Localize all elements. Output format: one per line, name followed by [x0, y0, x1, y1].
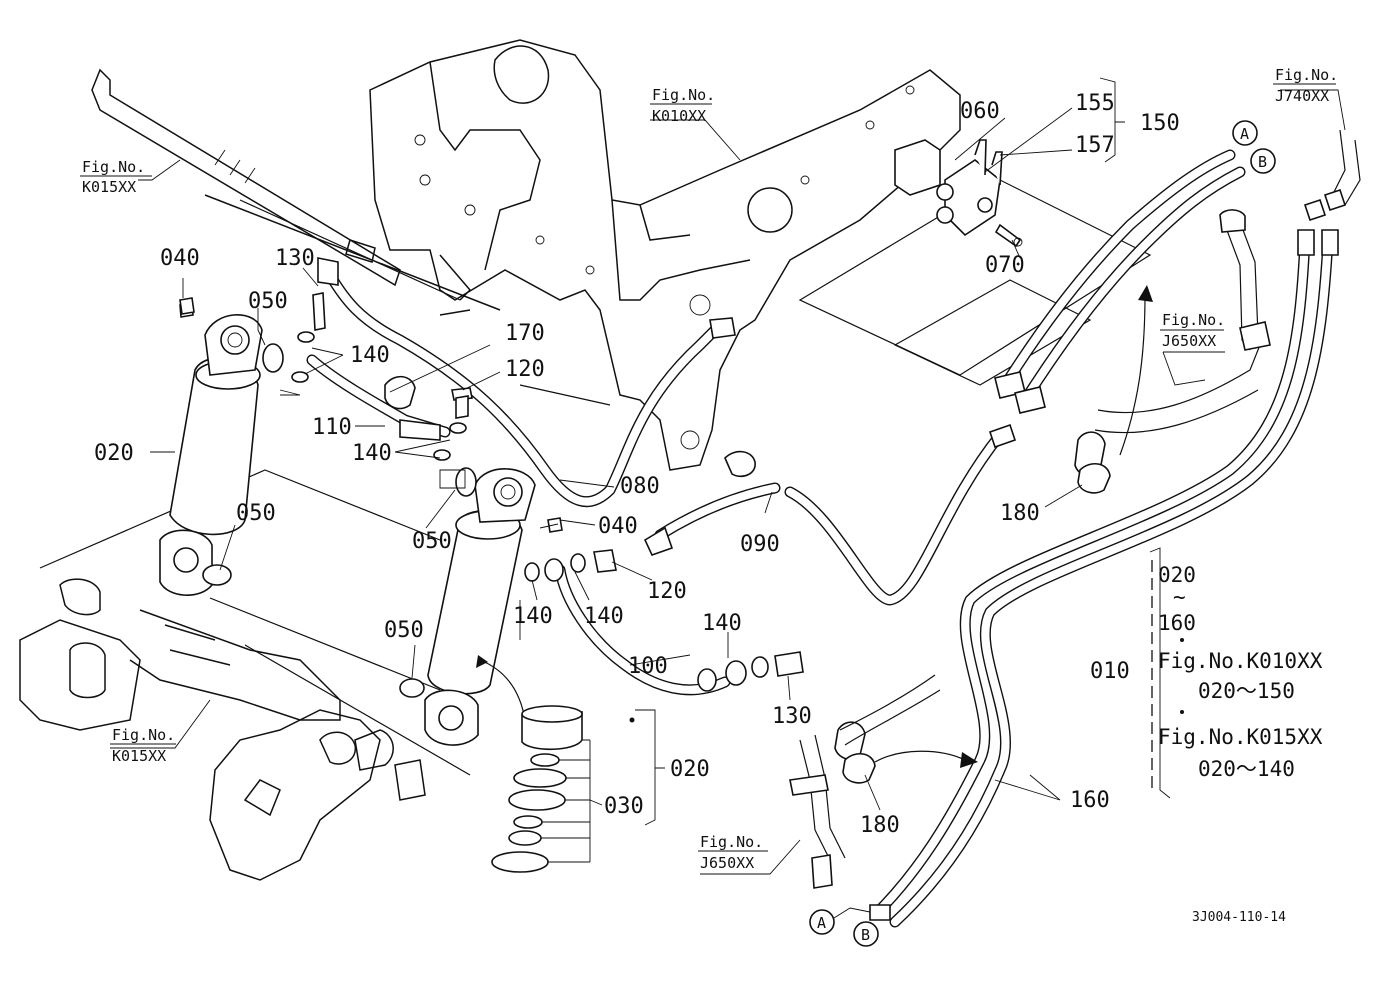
- part-120-top-label: 120: [505, 357, 545, 382]
- part-040-left-label: 040: [160, 246, 200, 271]
- figref-j740-line1: Fig.No.: [1275, 66, 1338, 84]
- part-110-label: 110: [312, 415, 352, 440]
- part-180-top-label: 180: [1000, 501, 1040, 526]
- legend-range-k010: 020～150: [1198, 679, 1295, 703]
- hose-lines: [306, 149, 1339, 928]
- part-140-mid-label: 140: [352, 441, 392, 466]
- figref-j650-bottom-line2: J650XX: [700, 854, 754, 872]
- part-050-top-label: 050: [248, 289, 288, 314]
- part-050-left-label: 050: [236, 501, 276, 526]
- figref-j650-bottom-line1: Fig.No.: [700, 833, 763, 851]
- part-050-mid-label: 050: [412, 529, 452, 554]
- figref-k010-line2: K010XX: [652, 107, 706, 125]
- part-140-lower-left-label: 140: [513, 604, 553, 629]
- figure-references: Fig.No. K015XX Fig.No. K010XX Fig.No. J7…: [80, 66, 1338, 872]
- part-070-label: 070: [985, 253, 1025, 278]
- figref-j740-line2: J740XX: [1275, 87, 1329, 105]
- part-040-right-label: 040: [598, 514, 638, 539]
- connector-a-bottom: A: [817, 914, 826, 932]
- connector-b-bottom: B: [861, 926, 870, 944]
- drawing-code: 3J004-110-14: [1192, 910, 1286, 925]
- part-157-label: 157: [1075, 133, 1115, 158]
- part-170-label: 170: [505, 321, 545, 346]
- figref-j650-right-line1: Fig.No.: [1162, 311, 1225, 329]
- connector-a-top-circle: [1232, 120, 1258, 146]
- connector-b-bottom-circle: [853, 921, 879, 947]
- figref-j650-right-line2: J650XX: [1162, 332, 1216, 350]
- part-050-bottom-label: 050: [384, 618, 424, 643]
- connector-b-top-circle: [1250, 148, 1276, 174]
- tractor-frame-drawing: [19, 39, 1152, 881]
- connector-a-bottom-circle: [809, 909, 835, 935]
- part-140-right-label: 140: [702, 611, 742, 636]
- part-060-label: 060: [960, 99, 1000, 124]
- part-155-label: 155: [1075, 91, 1115, 116]
- dashed-reference-boxes: [279, 389, 1153, 790]
- right-hydraulic-cylinder: [399, 467, 603, 873]
- figref-k015-bottom-line2: K015XX: [112, 747, 166, 765]
- part-140-lower-right-label: 140: [584, 604, 624, 629]
- legend-range-start: 020: [1158, 563, 1196, 587]
- legend-range-k015: 020～140: [1198, 757, 1295, 781]
- part-160-label: 160: [1070, 788, 1110, 813]
- fittings-and-washers: [179, 292, 804, 692]
- part-130-bottom-label: 130: [772, 704, 812, 729]
- figref-k015-top-line1: Fig.No.: [82, 158, 145, 176]
- part-140-top-label: 140: [350, 343, 390, 368]
- part-020-right-label: 020: [670, 757, 710, 782]
- valve-assembly: [894, 139, 1023, 248]
- part-080-label: 080: [620, 474, 660, 499]
- legend-fig-k010: Fig.No.K010XX: [1158, 649, 1323, 673]
- legend-dot-2: [1180, 710, 1184, 714]
- part-090-label: 090: [740, 532, 780, 557]
- legend-fig-k015: Fig.No.K015XX: [1158, 725, 1323, 749]
- part-130-top-label: 130: [275, 246, 315, 271]
- connector-b-top: B: [1258, 153, 1267, 171]
- part-010-label: 010: [1090, 659, 1130, 684]
- left-hydraulic-cylinder: [159, 302, 284, 596]
- figref-k015-top-line2: K015XX: [82, 178, 136, 196]
- leader-lines: [110, 77, 1346, 875]
- part-150-label: 150: [1140, 111, 1180, 136]
- figref-k015-bottom-line1: Fig.No.: [112, 726, 175, 744]
- legend-tilde: ~: [1173, 585, 1186, 609]
- part-number-labels: 040 130 050 170 140 120 110 020 140 080 …: [94, 91, 1180, 838]
- assembly-range-legend: 020 ~ 160 Fig.No.K010XX 020～150 Fig.No.K…: [1158, 563, 1323, 781]
- connector-a-top: A: [1240, 125, 1249, 143]
- part-120-bottom-label: 120: [647, 579, 687, 604]
- part-100-label: 100: [628, 654, 668, 679]
- hose-clamps-and-pipes: [789, 129, 1361, 889]
- connector-markers: A B A B: [809, 120, 1276, 947]
- legend-range-end: 160: [1158, 611, 1196, 635]
- figref-k010-line1: Fig.No.: [652, 86, 715, 104]
- part-020-left-label: 020: [94, 441, 134, 466]
- legend-dot-1: [1180, 638, 1184, 642]
- part-030-label: 030: [604, 794, 644, 819]
- part-180-bottom-label: 180: [860, 813, 900, 838]
